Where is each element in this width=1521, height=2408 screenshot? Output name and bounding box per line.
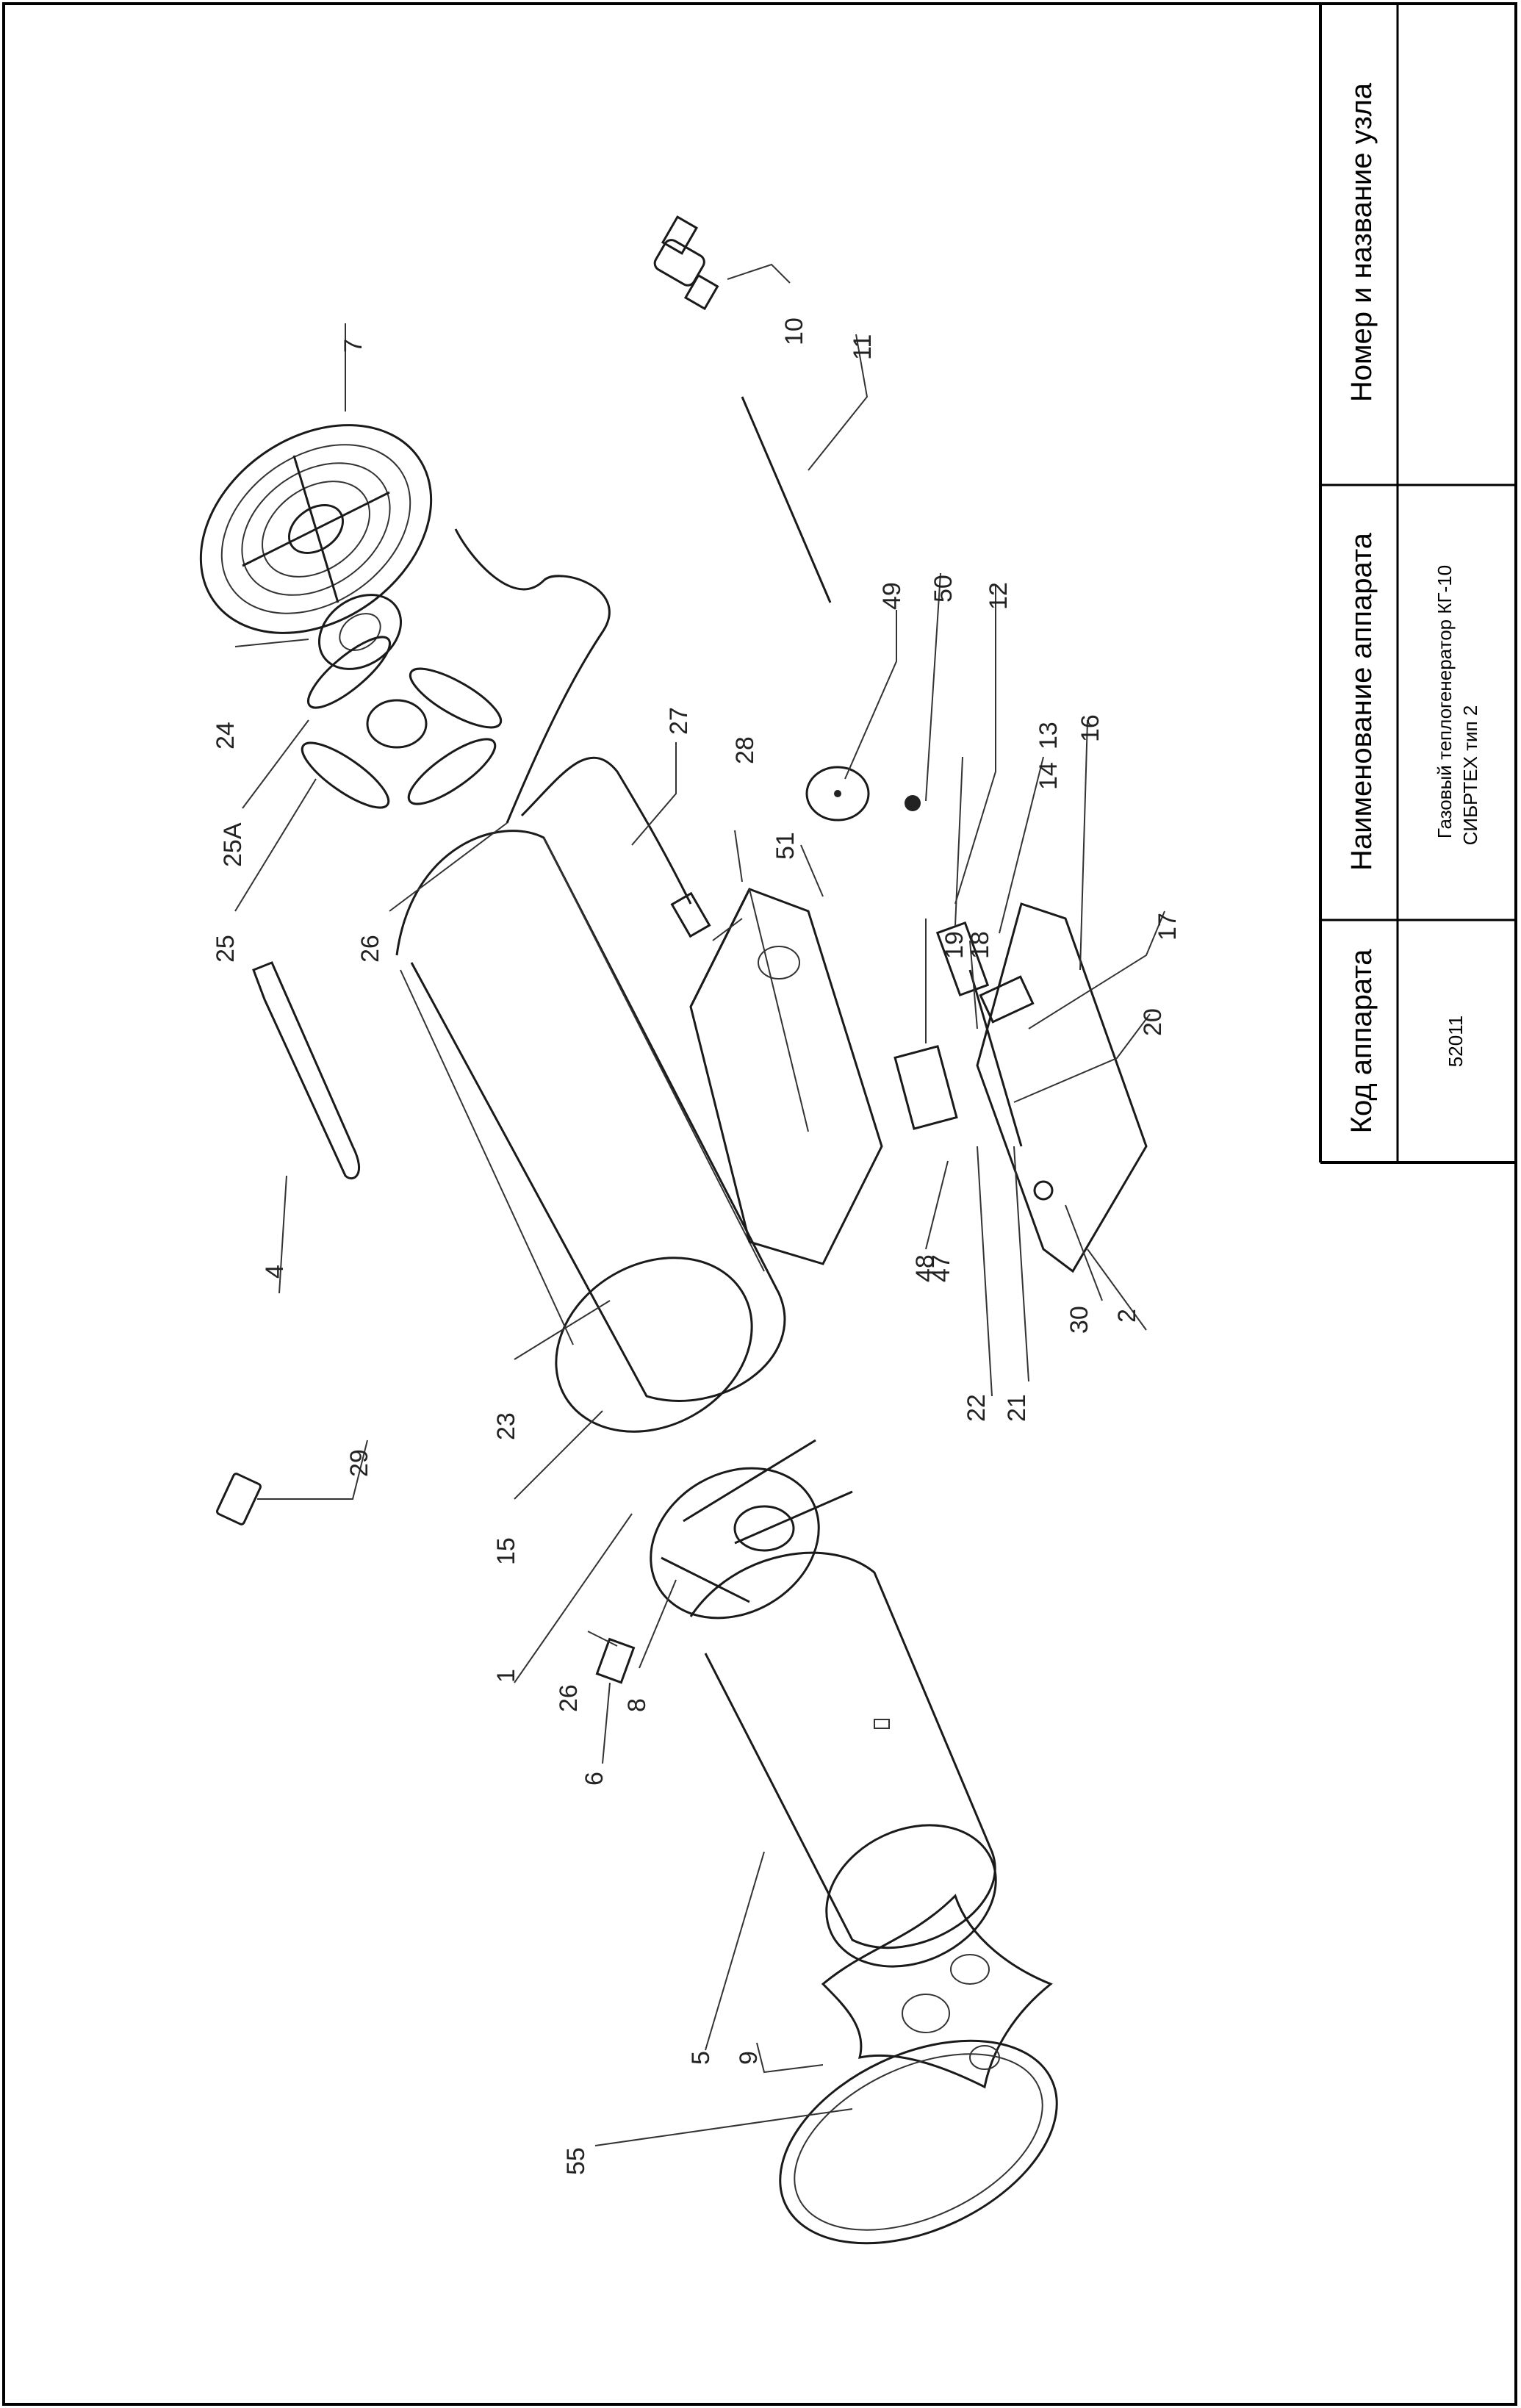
header-node: Номер и название узла bbox=[1345, 82, 1378, 402]
callout-23: 23 bbox=[492, 1412, 520, 1440]
callout-4: 4 bbox=[261, 1265, 289, 1279]
callout-19: 19 bbox=[941, 931, 968, 959]
header-code: Код аппарата bbox=[1345, 949, 1378, 1133]
callout-2: 2 bbox=[1113, 1309, 1141, 1323]
washer bbox=[805, 766, 870, 822]
switch bbox=[216, 1473, 262, 1525]
combustion-chamber bbox=[689, 1551, 997, 1968]
callout-5: 5 bbox=[687, 2051, 715, 2065]
callout-6: 6 bbox=[580, 1772, 608, 1786]
callout-11: 11 bbox=[849, 334, 877, 360]
callout-15: 15 bbox=[492, 1537, 520, 1565]
callout-27: 26 bbox=[356, 935, 384, 963]
fan-guard bbox=[199, 424, 433, 634]
thermocouple-bracket bbox=[595, 1637, 636, 1684]
callout-18: 18 bbox=[966, 931, 994, 959]
callout-9: 9 bbox=[735, 2051, 763, 2065]
callout-12: 12 bbox=[985, 582, 1013, 610]
leader-lines bbox=[234, 263, 1165, 2146]
handle bbox=[252, 961, 361, 1180]
callout-55: 55 bbox=[562, 2147, 590, 2175]
header-name: Наименование аппарата bbox=[1345, 532, 1378, 871]
callout-51: 50 bbox=[930, 575, 957, 603]
callout-17: 17 bbox=[1154, 913, 1182, 941]
callout-25: 25 bbox=[212, 935, 240, 963]
callout-16: 16 bbox=[1076, 714, 1104, 742]
burner-plate bbox=[893, 902, 1148, 1273]
callout-10: 10 bbox=[780, 317, 808, 345]
chamber-flange bbox=[821, 1894, 1053, 2089]
burner-head bbox=[650, 1439, 853, 1620]
callout-25A: 25A bbox=[219, 822, 247, 867]
fan-blade bbox=[301, 636, 503, 809]
callout-52: 51 bbox=[772, 832, 799, 860]
callout-49: 48 bbox=[911, 1254, 939, 1282]
housing-cylinder bbox=[395, 830, 786, 1433]
parts bbox=[199, 215, 1148, 2245]
regulator-fitting bbox=[653, 215, 719, 311]
callout-20: 20 bbox=[1139, 1008, 1167, 1036]
front-ring bbox=[779, 2039, 1058, 2245]
callout-24: 24 bbox=[212, 722, 240, 750]
callout-22: 22 bbox=[963, 1394, 990, 1422]
gas-supply-hose bbox=[741, 396, 832, 603]
callout-1: 1 bbox=[492, 1669, 520, 1683]
callout-28: 27 bbox=[665, 707, 693, 735]
apparatus-name-line-1: Газовый теплогенератор КГ-10 bbox=[1434, 565, 1456, 838]
callout-21: 21 bbox=[1003, 1394, 1031, 1422]
callout-14: 14 bbox=[1035, 762, 1062, 790]
callout-26: 26 bbox=[555, 1684, 583, 1712]
nut bbox=[905, 795, 921, 811]
apparatus-name-line-2: СИБРТЕХ тип 2 bbox=[1459, 705, 1481, 846]
hose-fitting bbox=[670, 891, 711, 938]
callout-8: 7 bbox=[339, 339, 367, 353]
callout-48: 47 bbox=[927, 1254, 955, 1282]
callout-13: 13 bbox=[1035, 722, 1062, 750]
callout-50: 49 bbox=[878, 582, 906, 610]
control-box bbox=[689, 888, 883, 1265]
motor-cable bbox=[454, 528, 611, 824]
callout-labels: 7 10 11 49 50 12 13 14 16 17 20 19 18 48… bbox=[212, 317, 1182, 2175]
callout-30: 29 bbox=[345, 1449, 373, 1477]
callout-7: 8 bbox=[623, 1698, 651, 1712]
callout-47: 30 bbox=[1065, 1306, 1093, 1334]
title-block: Номер и название узла Наименование аппар… bbox=[1319, 4, 1516, 1164]
callout-29: 28 bbox=[731, 736, 759, 764]
fan-motor bbox=[317, 594, 403, 670]
gas-hose bbox=[520, 756, 692, 905]
apparatus-code: 52011 bbox=[1445, 1016, 1467, 1067]
